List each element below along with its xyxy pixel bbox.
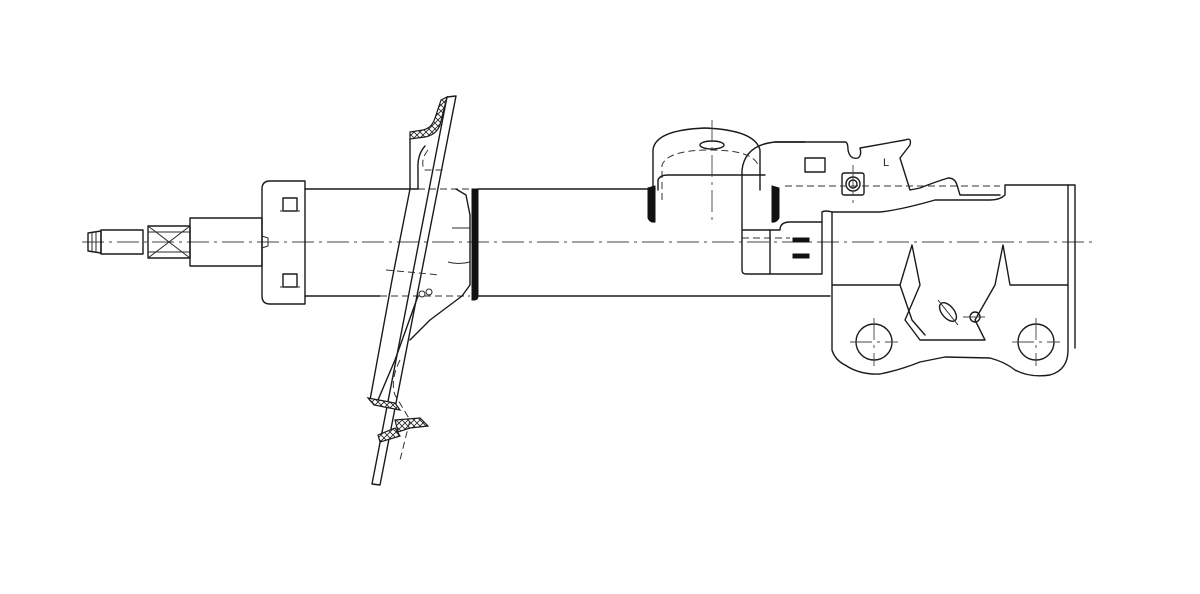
top-mount-cap	[261, 180, 306, 305]
knuckle-bracket	[821, 184, 1076, 377]
seal-ring	[471, 188, 479, 301]
spring-seat	[366, 95, 471, 486]
bracket-arm: L	[774, 138, 1001, 203]
stabilizer-bracket	[647, 120, 806, 226]
lower-stub	[741, 221, 823, 275]
cylinder-tube	[304, 188, 831, 297]
side-marker-label: L	[883, 157, 889, 169]
